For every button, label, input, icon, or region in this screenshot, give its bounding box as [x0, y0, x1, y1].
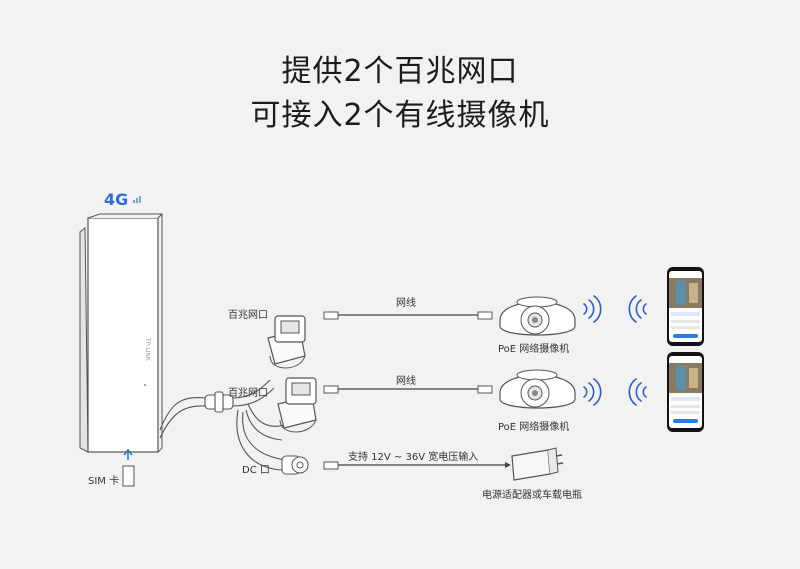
- svg-text:TP-LINK: TP-LINK: [144, 337, 151, 362]
- signal-bars-icon: [133, 196, 141, 203]
- power-adapter: [511, 447, 564, 481]
- dome-camera-1: [499, 296, 576, 336]
- heading-line-1: 提供2个百兆网口: [281, 54, 519, 89]
- camera-label-1: PoE 网络摄像机: [498, 342, 569, 355]
- smartphone-1: [667, 267, 704, 346]
- insert-arrow-icon: [123, 448, 133, 460]
- smartphone-2: [667, 352, 704, 432]
- tail-cable: [159, 379, 286, 471]
- cable-label-1: 网线: [396, 296, 416, 309]
- 4g-badge: 4G: [104, 190, 128, 209]
- adapter-label: 电源适配器或车载电瓶: [482, 488, 582, 501]
- dc-port-label: DC 口: [242, 465, 270, 476]
- ethernet-cable-1: [323, 311, 493, 320]
- port-label-1: 百兆网口: [228, 310, 268, 321]
- sim-card-icon: [122, 465, 135, 487]
- heading-line-2: 可接入2个有线摄像机: [250, 98, 550, 133]
- ethernet-cable-2: [323, 385, 493, 394]
- power-cable: [323, 461, 511, 470]
- router-device: TP-LINK: [79, 213, 164, 453]
- rj45-port-2: [277, 377, 317, 433]
- sim-label: SIM 卡: [88, 474, 119, 487]
- rj45-port-1: [267, 315, 306, 369]
- power-label: 支持 12V ~ 36V 宽电压输入: [348, 450, 478, 463]
- port-label-2: 百兆网口: [228, 388, 268, 399]
- wifi-waves-icon: [583, 295, 647, 406]
- camera-label-2: PoE 网络摄像机: [498, 420, 569, 433]
- cable-label-2: 网线: [396, 374, 416, 387]
- dc-jack: [281, 455, 309, 475]
- dome-camera-2: [499, 369, 576, 409]
